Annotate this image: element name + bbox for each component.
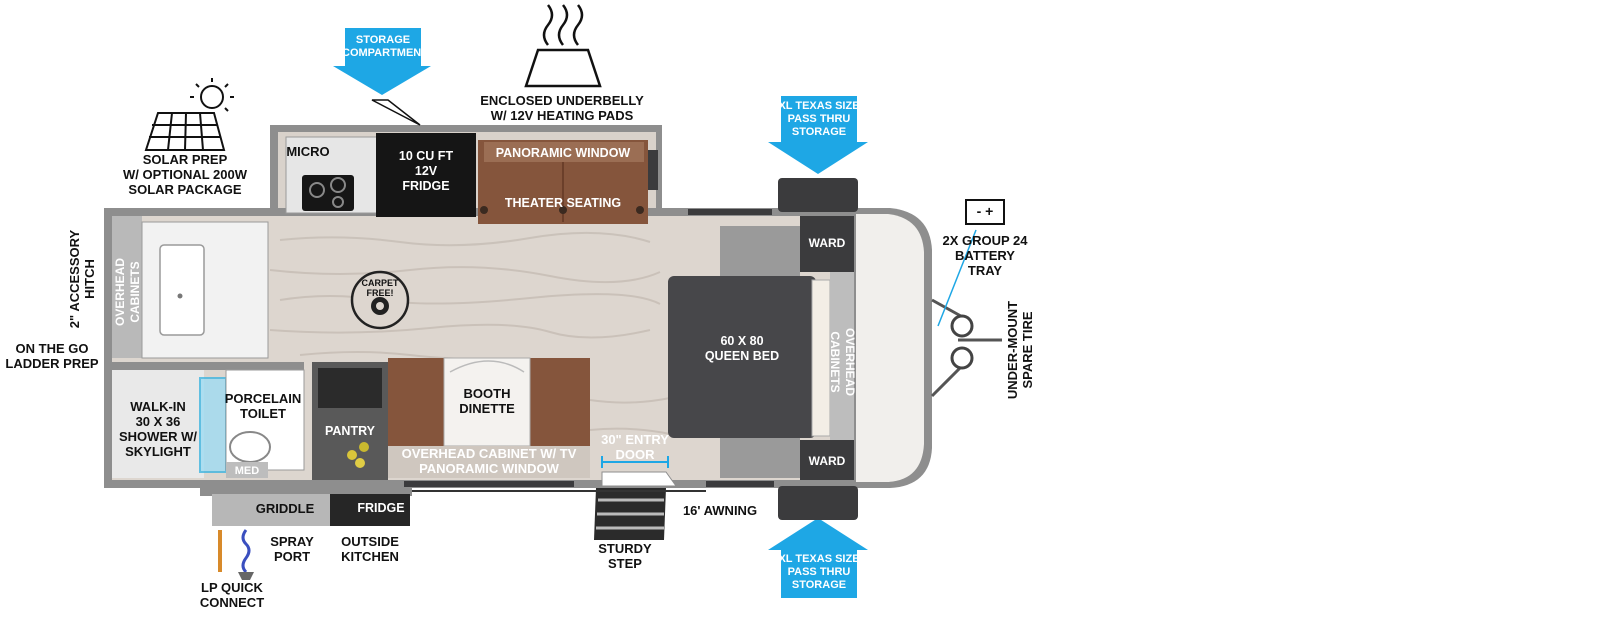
wardrobe-bottom [800, 440, 854, 480]
carpet-free-badge [350, 270, 410, 330]
accessory-hitch-label: 2" ACCESSORY HITCH [67, 229, 97, 329]
xl-storage-top-callout [768, 96, 868, 174]
overhead-cabinet-tv-strip [388, 446, 590, 478]
pantry-shelf [318, 368, 382, 408]
pantry-item-icon [347, 450, 357, 460]
drain-icon [177, 293, 183, 299]
spray-nozzle-icon [238, 572, 254, 580]
solar-prep-label: SOLAR PREP W/ OPTIONAL 200W SOLAR PACKAG… [123, 152, 247, 197]
fridge-12v-box [376, 133, 476, 217]
theater-seating-label: THEATER SEATING [504, 196, 622, 210]
outside-kitchen-frame [200, 488, 412, 496]
dinette-table-edge [449, 360, 525, 373]
ward-bottom-label: WARD [808, 454, 846, 468]
pass-thru-storage-top [778, 178, 858, 212]
bed-nightstand-top [720, 226, 800, 276]
window-bottom-long [404, 481, 574, 487]
carpet-free-label: CARPET FREE! [361, 278, 399, 298]
bed-nightstand-bottom [720, 438, 800, 478]
front-overhead-cabinets [830, 270, 854, 440]
burner-icon [332, 196, 344, 208]
toilet-label: PORCELAIN TOILET [224, 391, 302, 421]
dinette-bench-right [530, 358, 590, 446]
bath-divider [104, 362, 304, 370]
panoramic-window-bar [484, 142, 644, 162]
med-cabinet [226, 462, 268, 478]
spray-port-label: SPRAY PORT [270, 534, 314, 564]
window-bottom [706, 481, 774, 487]
battery-tray-label: 2X GROUP 24 BATTERY TRAY [942, 233, 1028, 278]
xl-storage-bottom-callout [768, 518, 868, 598]
awning-label: 16' AWNING [682, 503, 758, 518]
pantry-label: PANTRY [325, 424, 375, 438]
outside-fridge-label: FRIDGE [357, 501, 405, 515]
med-label: MED [234, 465, 260, 477]
xl-storage-bottom-label: XL TEXAS SIZE PASS THRU STORAGE [778, 553, 860, 591]
underbelly-label: ENCLOSED UNDERBELLY W/ 12V HEATING PADS [480, 93, 644, 123]
floor-grain [269, 231, 671, 435]
spray-hose [241, 529, 251, 574]
lp-quick-connect-label: LP QUICK CONNECT [199, 580, 265, 610]
rear-overhead-cabinets [112, 216, 142, 358]
shower-area [112, 370, 204, 478]
side-panel [648, 150, 658, 190]
entry-door-label: 30" ENTRY DOOR [601, 432, 669, 462]
spare-tire-icon [950, 314, 974, 338]
griddle-box [212, 494, 332, 526]
shower-label: WALK-IN 30 X 36 SHOWER W/ SKYLIGHT [119, 399, 197, 459]
fridge-12v-label: 10 CU FT 12V FRIDGE [398, 149, 454, 193]
burner-icon [309, 182, 325, 198]
booth-dinette-label: BOOTH DINETTE [459, 386, 515, 416]
ward-top-label: WARD [808, 236, 846, 250]
solar-panel-icon [144, 78, 234, 151]
shower-glass [199, 377, 227, 473]
spare-tire-icon [950, 346, 974, 370]
micro-label: MICRO [286, 144, 330, 159]
cupholder-icon [480, 206, 488, 214]
sturdy-step-label: STURDY STEP [598, 541, 652, 571]
xl-storage-top-label: XL TEXAS SIZE PASS THRU STORAGE [778, 100, 860, 138]
outside-fridge-box [330, 494, 410, 526]
sturdy-step [594, 488, 666, 540]
entry-door [601, 471, 677, 487]
dinette-table [443, 357, 531, 447]
window-top-left [688, 209, 772, 215]
cupholder-icon [559, 206, 567, 214]
griddle-label: GRIDDLE [255, 501, 315, 516]
front-overhead-cabinets-label: OVERHEAD CABINETS [828, 327, 857, 396]
rear-overhead-cabinets-label: OVERHEAD CABINETS [113, 258, 142, 327]
overhead-cabinet-tv-label: OVERHEAD CABINET W/ TV PANORAMIC WINDOW [401, 446, 577, 476]
toilet-icon [229, 431, 271, 463]
hitch-assembly [930, 229, 1002, 398]
panoramic-window-label: PANORAMIC WINDOW [495, 146, 631, 160]
front-cap-inner [856, 214, 924, 482]
pantry-item-icon [359, 442, 369, 452]
spare-tire-label: UNDER-MOUNT SPARE TIRE [1005, 300, 1035, 400]
battery-icon: - + [965, 199, 1005, 225]
pass-thru-storage-bottom [778, 486, 858, 520]
burner-icon [330, 177, 346, 193]
dinette-bench-left [388, 358, 444, 446]
outside-kitchen-label: OUTSIDE KITCHEN [341, 534, 399, 564]
queen-bed-label: 60 X 80 QUEEN BED [704, 334, 780, 363]
heating-pad-icon [524, 4, 602, 88]
sink [159, 244, 205, 336]
cupholder-icon [636, 206, 644, 214]
ladder-prep-label: ON THE GO LADDER PREP [5, 341, 99, 371]
battery-symbol: - + [977, 203, 994, 219]
pantry-item-icon [355, 458, 365, 468]
storage-compartment-callout [333, 28, 431, 126]
storage-compartment-label: STORAGE COMPARTMENT [342, 34, 428, 59]
wardrobe-top [800, 216, 854, 272]
queen-bed [668, 276, 816, 438]
